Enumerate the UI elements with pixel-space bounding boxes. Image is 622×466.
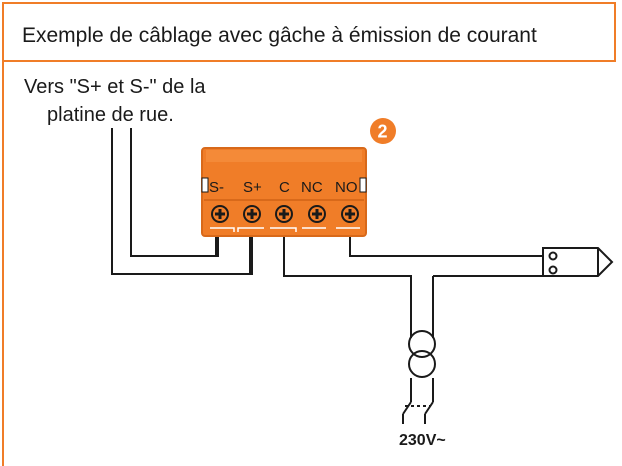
terminal-label-nc: NC — [301, 179, 323, 196]
diagram-title: Exemple de câblage avec gâche à émission… — [22, 24, 537, 47]
terminal-label-c: C — [279, 179, 290, 196]
terminal-label-s-minus: S- — [209, 179, 224, 196]
badge-number: 2 — [378, 122, 388, 142]
screw-icon — [243, 205, 261, 223]
screw-icon — [341, 205, 359, 223]
transformer-icon — [408, 330, 436, 378]
module-number-badge: 2 — [370, 118, 396, 144]
note-line-2: platine de rue. — [47, 104, 174, 126]
door-strike-icon — [542, 247, 614, 277]
screw-terminals — [211, 205, 359, 223]
wires-c-no — [283, 232, 543, 424]
terminal-label-s-plus: S+ — [243, 179, 262, 196]
terminal-label-no: NO — [335, 179, 358, 196]
wire-pair-s — [111, 128, 253, 275]
title-bar: Exemple de câblage avec gâche à émission… — [2, 2, 616, 62]
screw-icon — [211, 205, 229, 223]
left-border — [2, 58, 4, 466]
note-line-1: Vers "S+ et S-" de la — [24, 76, 206, 98]
supply-voltage-label: 230V~ — [399, 432, 446, 449]
screw-icon — [275, 205, 293, 223]
screw-icon — [308, 205, 326, 223]
